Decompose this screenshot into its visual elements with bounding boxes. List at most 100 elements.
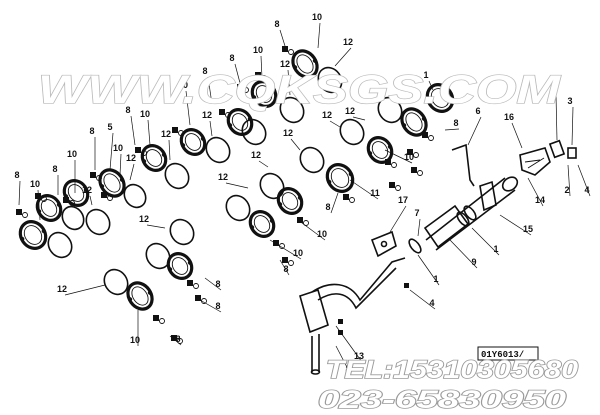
callout-leader-line	[449, 239, 478, 269]
callout-leader-line	[527, 177, 544, 207]
callout-number-10: 10	[30, 179, 40, 189]
callout-leader-line	[571, 106, 574, 146]
gasket-12	[339, 118, 365, 146]
callout-number-8: 8	[229, 53, 234, 63]
callout-number-9: 9	[471, 257, 476, 267]
callout-leader-line	[279, 259, 290, 276]
bolt-8	[101, 192, 113, 201]
callout-number-8: 8	[89, 126, 94, 136]
callout-number-10: 10	[140, 109, 150, 119]
bolt-8	[35, 193, 47, 202]
bolt-8	[153, 315, 165, 324]
gasket-12	[279, 96, 305, 124]
flange-10	[98, 168, 126, 198]
callout-leader-line	[567, 164, 571, 197]
gasket-12	[123, 183, 147, 209]
callout-number-12: 12	[57, 284, 67, 294]
gasket-12	[61, 205, 85, 231]
callout-leader-line	[234, 63, 241, 84]
callout-number-10: 10	[130, 335, 140, 345]
callout-leader-line	[64, 284, 106, 296]
bolt-8	[282, 46, 294, 55]
callout-leader-line	[577, 164, 591, 197]
bolt-8	[187, 280, 199, 289]
gasket-12	[317, 66, 343, 94]
callout-leader-line	[225, 182, 249, 189]
callout-number-4: 4	[429, 298, 434, 308]
callout-leader-line	[317, 22, 321, 49]
callout-number-12: 12	[139, 214, 149, 224]
flange-10	[18, 220, 48, 250]
callout-leader-line	[287, 69, 291, 96]
gasket-and-flange-parts	[16, 46, 455, 344]
callout-number-8: 8	[14, 170, 19, 180]
callout-number-13: 13	[354, 351, 364, 361]
callout-number-16: 16	[504, 112, 514, 122]
callout-number-10: 10	[67, 149, 77, 159]
callout-number-12: 12	[161, 129, 171, 139]
flange-10	[425, 83, 455, 113]
reference-box: 01Y6013/	[477, 346, 539, 361]
callout-leader-line	[130, 115, 136, 146]
callout-leader-line	[499, 214, 532, 236]
callout-number-10: 10	[312, 12, 322, 22]
callout-number-12: 12	[218, 172, 228, 182]
flange-10	[325, 163, 355, 193]
callout-leader-line	[199, 299, 222, 313]
callout-number-10: 10	[317, 229, 327, 239]
gasket-12	[241, 118, 267, 146]
callout-number-8: 8	[215, 301, 220, 311]
flange-10	[126, 281, 154, 311]
callout-number-10: 10	[293, 248, 303, 258]
flange-10	[366, 136, 394, 164]
callout-leader-line	[329, 120, 341, 128]
bolt-8	[389, 182, 401, 191]
callout-leader-line	[119, 153, 122, 176]
callout-number-6: 6	[475, 106, 480, 116]
gasket-12	[299, 146, 325, 174]
callout-number-12: 12	[283, 128, 293, 138]
callout-leader-line	[428, 80, 434, 91]
callout-number-4: 4	[584, 185, 589, 195]
callout-number-10: 10	[253, 45, 263, 55]
callout-leader-line	[334, 47, 352, 67]
callout-number-12: 12	[82, 185, 92, 195]
callout-number-8: 8	[283, 264, 288, 274]
flange-10	[276, 187, 304, 215]
callout-leader-line	[146, 224, 166, 229]
gasket-12	[259, 172, 285, 200]
callout-leader-line	[409, 289, 436, 310]
callout-leader-line	[204, 277, 222, 291]
gasket-12	[103, 268, 129, 296]
callout-leader-line	[467, 116, 482, 146]
callout-leader-line	[389, 205, 407, 233]
flange-10	[248, 210, 276, 238]
callout-number-12: 12	[322, 110, 332, 120]
callout-number-12: 12	[343, 37, 353, 47]
callout-number-3: 3	[567, 96, 572, 106]
callout-leader-line	[352, 116, 366, 121]
gasket-12	[205, 136, 231, 164]
callout-number-8: 8	[325, 202, 330, 212]
flange-10	[291, 49, 319, 79]
callout-number-10: 10	[113, 143, 123, 153]
watermark-text: WWW.CQKSGS.COM	[38, 68, 562, 112]
contact-phone: TEL:15310305680	[326, 356, 578, 384]
callout-number-15: 15	[523, 224, 533, 234]
bolt-8	[90, 172, 102, 181]
callout-number-12: 12	[126, 153, 136, 163]
callout-number-10: 10	[178, 80, 188, 90]
bolt-8	[273, 240, 285, 249]
callout-leader-line	[444, 128, 460, 131]
callout-leader-line	[209, 120, 213, 137]
callout-number-1: 1	[493, 244, 498, 254]
pipe-assembly	[299, 139, 577, 375]
bolt-8	[16, 209, 28, 218]
bolt-8	[385, 159, 397, 168]
gasket-12	[145, 242, 171, 270]
bolt-8	[255, 72, 267, 81]
callout-leader-line	[37, 189, 41, 221]
callout-number-8: 8	[125, 105, 130, 115]
